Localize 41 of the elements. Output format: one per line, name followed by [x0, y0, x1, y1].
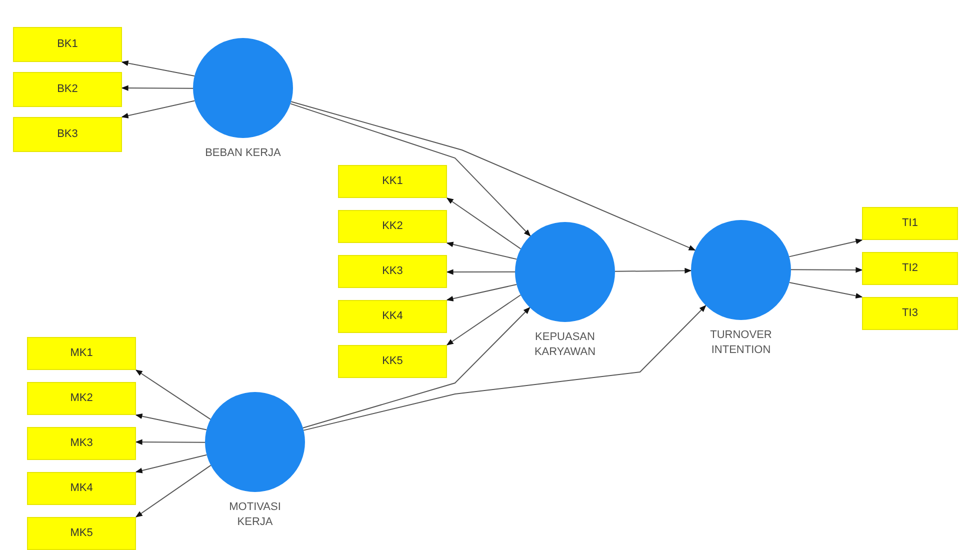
arrow	[446, 198, 522, 250]
indicator-box: MK5	[27, 517, 136, 550]
indicator-box: TI3	[862, 297, 958, 330]
indicator-box: KK4	[338, 300, 447, 333]
arrow	[290, 101, 696, 251]
arrow	[303, 305, 706, 431]
construct-label: KEPUASAN KARYAWAN	[533, 330, 597, 360]
arrow	[446, 284, 518, 302]
indicator-box: BK1	[13, 27, 122, 62]
arrow	[135, 464, 212, 518]
arrow	[290, 103, 531, 236]
indicator-box: KK2	[338, 210, 447, 243]
indicator-box: BK2	[13, 72, 122, 107]
indicator-box: TI1	[862, 207, 958, 240]
construct-label: MOTIVASI KERJA	[228, 500, 282, 530]
arrow	[446, 294, 522, 346]
arrow	[446, 269, 516, 275]
arrow	[121, 85, 194, 91]
arrow	[121, 100, 196, 118]
arrow	[135, 370, 211, 420]
arrow	[790, 267, 863, 273]
arrow	[135, 414, 207, 430]
construct-label: TURNOVER INTENTION	[709, 328, 773, 358]
indicator-box: MK1	[27, 337, 136, 370]
indicator-box: MK3	[27, 427, 136, 460]
arrow	[788, 282, 863, 298]
arrow	[135, 454, 208, 474]
arrow	[614, 268, 692, 274]
indicator-box: MK4	[27, 472, 136, 505]
indicator-box: KK3	[338, 255, 447, 288]
indicator-box: KK1	[338, 165, 447, 198]
construct-label: BEBAN KERJA	[204, 146, 282, 161]
arrow	[302, 307, 530, 428]
arrow	[446, 242, 518, 260]
arrow	[788, 238, 863, 258]
arrow	[135, 439, 206, 445]
indicator-box: MK2	[27, 382, 136, 415]
indicator-box: TI2	[862, 252, 958, 285]
indicator-box: BK3	[13, 117, 122, 152]
indicator-box: KK5	[338, 345, 447, 378]
arrow	[121, 60, 195, 76]
